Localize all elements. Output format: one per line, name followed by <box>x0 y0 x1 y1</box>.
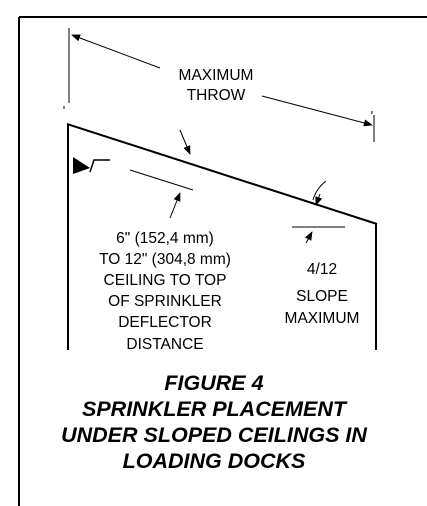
slope-leader-arrow <box>304 231 313 244</box>
throw-arrow-left <box>71 34 161 69</box>
figure-caption-line-2: UNDER SLOPED CEILINGS IN <box>61 423 367 447</box>
slope-arc-arrow <box>315 193 323 206</box>
slope-label-line-2: SLOPE <box>296 288 348 305</box>
sloped-ceiling <box>66 123 378 225</box>
figure-caption-line-1: SPRINKLER PLACEMENT <box>82 397 348 421</box>
distance-label-line-5: DEFLECTOR <box>118 314 212 331</box>
figure-caption-line-3: LOADING DOCKS <box>123 449 306 473</box>
throw-arrow-right <box>261 95 373 127</box>
distance-label-line-4: OF SPRINKLER <box>108 293 222 310</box>
figure-number: FIGURE 4 <box>164 371 263 395</box>
sprinkler-deflector <box>89 159 110 173</box>
throw-label-line-2: THROW <box>187 87 246 104</box>
ceiling-leader-arrow <box>179 129 191 155</box>
distance-label-line-6: DISTANCE <box>126 336 203 353</box>
distance-label-line-1: 6" (152,4 mm) <box>116 230 214 247</box>
distance-label-line-2: TO 12" (304,8 mm) <box>99 251 231 268</box>
distance-label-line-3: CEILING TO TOP <box>104 272 227 289</box>
slope-label-line-1: 4/12 <box>307 261 337 278</box>
deflector-reference-line <box>129 169 194 191</box>
deflector-leader-arrow <box>169 192 181 219</box>
throw-label-line-1: MAXIMUM <box>179 67 254 84</box>
slope-label-line-3: MAXIMUM <box>285 310 360 327</box>
slope-angle-arc <box>312 180 327 201</box>
sprinkler-icon <box>73 157 90 174</box>
